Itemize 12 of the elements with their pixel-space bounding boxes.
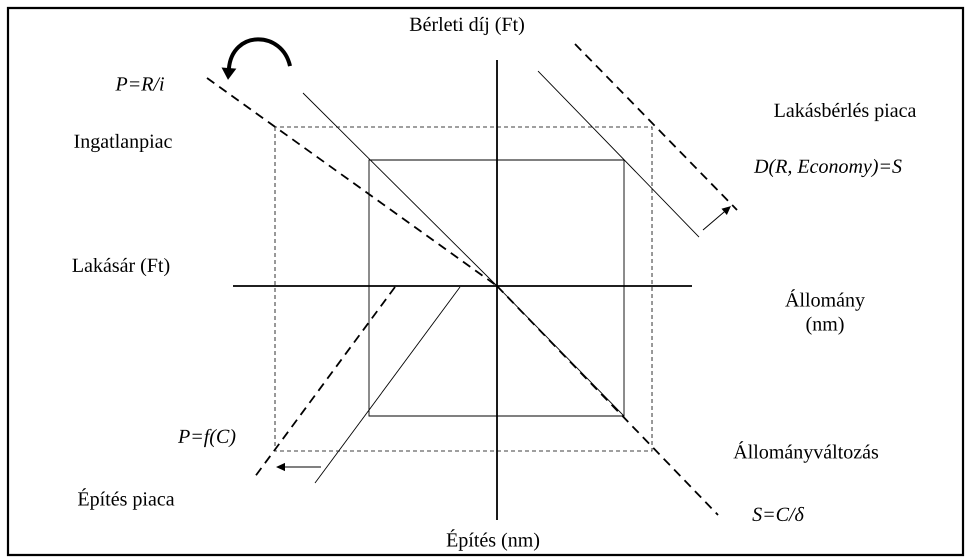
- quadrant-label: Állományváltozás: [733, 441, 878, 463]
- axis-label: Bérleti díj (Ft): [410, 16, 524, 36]
- quadrant-label: Lakásbérlés piaca: [774, 102, 916, 122]
- quadrant-label: Építés piaca: [78, 488, 174, 510]
- axis-label: Lakásár (Ft): [72, 258, 170, 276]
- equation-label: S=C/δ: [752, 506, 804, 522]
- equation-label: P=f(C): [178, 428, 236, 448]
- quadrant-label: Ingatlanpiac: [74, 134, 172, 152]
- axis-label: Állomány (nm): [785, 289, 865, 335]
- equation-label: P=R/i: [115, 77, 164, 91]
- equation-label: D(R, Economy)=S: [754, 158, 902, 178]
- axis-label: Építés (nm): [446, 529, 540, 551]
